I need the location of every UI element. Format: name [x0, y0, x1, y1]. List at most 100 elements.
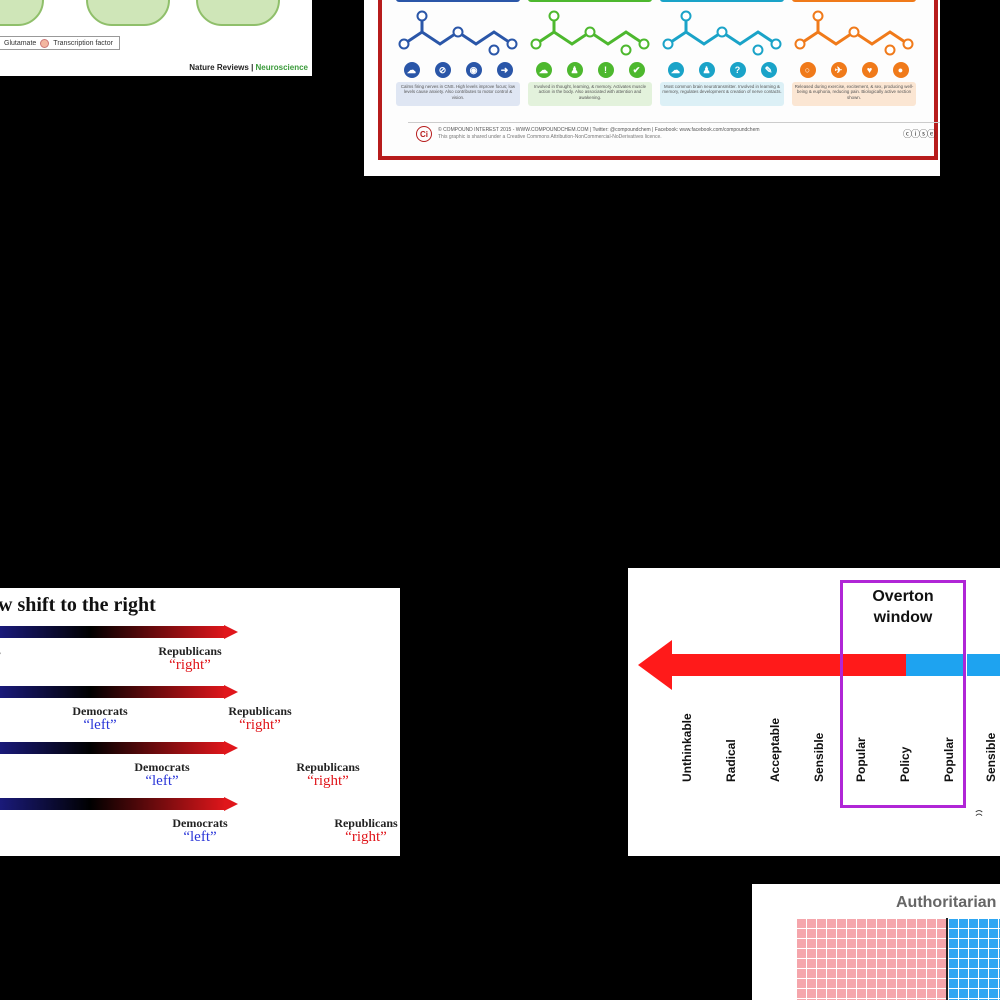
left-label: Democrats“left” [66, 704, 134, 733]
left-label: Democrats“left” [166, 816, 234, 845]
right-party-name: Republicans [334, 816, 398, 830]
atom-node [506, 38, 518, 50]
atom-node [620, 44, 632, 56]
overton-window-title: Overton window [840, 586, 966, 628]
spectrum-label-text: Sensible [984, 732, 998, 782]
journal-credit: Nature Reviews | Neuroscience [189, 63, 308, 72]
grid-divider [946, 918, 948, 1000]
spectrum-label-text: Sensible [812, 732, 826, 782]
walk-icon: ➜ [496, 62, 513, 78]
column-header: Learning neurotransmitter [528, 0, 652, 2]
right-label: Republicans“right” [288, 760, 368, 789]
authoritarian-grid-chart: Authoritarian [752, 884, 1000, 1000]
column-header: Memory neurotransmitter [660, 0, 784, 2]
atom-node [584, 26, 596, 38]
left-word: “left” [145, 773, 179, 789]
person-icon: ♟ [566, 62, 583, 78]
column-header: Euphoria neurotransmitters [792, 0, 916, 2]
arrowhead-icon [224, 741, 238, 755]
infographic-footer: Ci © COMPOUND INTEREST 2015 - WWW.COMPOU… [408, 122, 940, 145]
effect-icons: ☁ ⊘ ◉ ➜ [396, 62, 520, 78]
neurotransmitter-column: Memory neurotransmitter☁♟?✎Most common b… [660, 0, 784, 106]
brain-icon: ☁ [535, 62, 552, 78]
footer-licence: This graphic is shared under a Creative … [438, 134, 662, 140]
eye-icon: ◉ [465, 62, 482, 78]
gradient-bar [0, 742, 226, 754]
infographic-frame: Calming neurotransmitter ☁ ⊘ ◉ ➜ Calms firing… [378, 0, 940, 160]
spectrum-label: Policy [898, 696, 916, 782]
nature-reviews-figure-fragment: Glutamate Transcription factor Nature Re… [0, 0, 312, 76]
neurotransmitter-column: Euphoria neurotransmitters ○ ✈ ♥ ● Released d… [792, 0, 916, 106]
column-header: Calming neurotransmitter [396, 0, 520, 2]
left-arrowhead [638, 640, 672, 690]
right-word: “right” [307, 773, 349, 789]
run-icon: ✈ [830, 62, 847, 78]
column-description: Calms firing nerves in CNS. High levels … [396, 82, 520, 106]
cell-illustration [196, 0, 280, 26]
spectrum-label-text: Unthinkable [680, 713, 694, 782]
atom-node [680, 10, 692, 22]
atom-node [902, 38, 914, 50]
right-word: “right” [345, 829, 387, 845]
spectrum-label-text: Popular [854, 737, 868, 782]
creative-commons-icon: ⓒⓘⓢⓔ [902, 129, 936, 139]
atom-node [548, 10, 560, 22]
muscle-icon: ✔ [628, 62, 645, 78]
spectrum-arrow [0, 797, 240, 811]
spectrum-label: Sensible [984, 696, 1000, 782]
blue-spectrum-bar [906, 654, 1000, 676]
spectrum-label-text: Popular [942, 737, 956, 782]
molecule-structure [398, 10, 518, 56]
atom-node [770, 38, 782, 50]
effect-icons: ☁ ♟! ✔ [528, 62, 652, 78]
atom-node [398, 38, 410, 50]
atom-node [638, 38, 650, 50]
neurotransmitter-column: Learning neurotransmitter ☁ ♟! ✔ Involved in… [528, 0, 652, 106]
right-party-name: Republicans [228, 704, 292, 718]
pencil-icon: ✎ [760, 62, 777, 78]
molecule-structure [662, 10, 782, 56]
spectrum-label: Unthinkable [680, 696, 698, 782]
neurotransmitter-infographic: Calming neurotransmitter ☁ ⊘ ◉ ➜ Calms firing… [364, 0, 940, 176]
atom-node [488, 44, 500, 56]
right-party-name: Republicans [296, 760, 360, 774]
spectrum-label: Acceptable [768, 696, 786, 782]
gradient-bar [0, 798, 226, 810]
gradient-bar [0, 686, 226, 698]
no-entry-icon: ⊘ [434, 62, 451, 78]
right-word: “right” [169, 657, 211, 673]
spectrum-label: Popular [942, 696, 960, 782]
spectrum-arrow [0, 685, 240, 699]
right-label: Republicans“right” [326, 816, 400, 845]
atom-node [662, 38, 674, 50]
column-description: Involved in thought, learning, & memory.… [528, 82, 652, 106]
left-party-name: Democrats [72, 704, 128, 718]
left-label: Democrats“left” [128, 760, 196, 789]
right-party-name: Republicans [158, 644, 222, 658]
neurotransmitter-column: Calming neurotransmitter ☁ ⊘ ◉ ➜ Calms firing… [396, 0, 520, 106]
molecule-structure [530, 10, 650, 56]
spectrum-label: Sensible [812, 696, 830, 782]
left-party-name: Democrats [134, 760, 190, 774]
atom-node [452, 26, 464, 38]
shift-to-the-right-diagram: w shift to the right sRepublicans“right”… [0, 588, 400, 856]
food-icon: ● [892, 62, 909, 78]
circle-icon: ○ [799, 62, 816, 78]
brain-icon: ☁ [403, 62, 420, 78]
column-description: Released during exercise, excitement, & … [792, 82, 916, 106]
title-line-1: Overton [872, 588, 934, 605]
right-label: Republicans“right” [220, 704, 300, 733]
credit-main: Nature Reviews | [189, 63, 256, 72]
spectrum-arrow [0, 741, 240, 755]
atom-node [812, 10, 824, 22]
effect-icons: ○ ✈ ♥ ● [792, 62, 916, 78]
figure-legend: Glutamate Transcription factor [0, 36, 120, 50]
couple-icon: ♥ [861, 62, 878, 78]
spectrum-label-text: Radical [724, 739, 738, 782]
left-word: “left” [83, 717, 117, 733]
left-party-name: Democrats [172, 816, 228, 830]
cell-illustration [0, 0, 44, 26]
left-party-name: s [0, 644, 1, 658]
alert-icon: ! [597, 62, 614, 78]
atom-node [848, 26, 860, 38]
